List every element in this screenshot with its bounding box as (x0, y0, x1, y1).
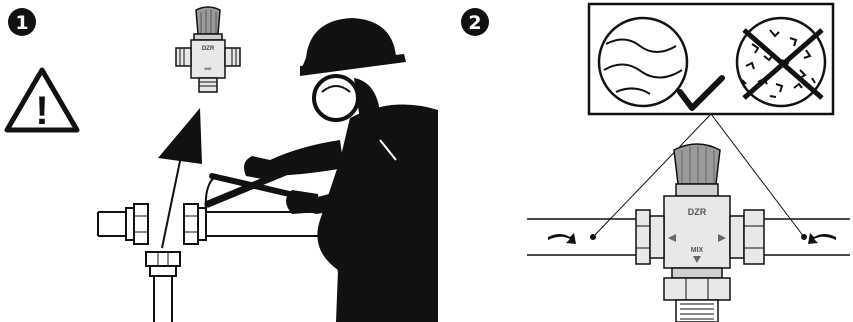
flow-arrow-right-icon (808, 233, 836, 244)
step-2-badge: 2 (461, 8, 489, 36)
step-2-number: 2 (468, 12, 481, 34)
valve-large-mix: MIX (691, 247, 704, 254)
warning-icon: ! (7, 70, 77, 133)
flow-arrow-left-icon (548, 233, 576, 244)
panel-1: 1 ! DZ (7, 7, 438, 322)
valve-small-brand: DZR (202, 46, 215, 52)
warning-symbol: ! (35, 89, 48, 133)
step-1-number: 1 (15, 12, 28, 34)
valve-large (636, 144, 764, 322)
valve-small-mix: MIX (204, 66, 211, 71)
step-1-badge: 1 (8, 8, 36, 36)
panel-2: 2 (461, 4, 850, 322)
dirty-water-icon (737, 18, 825, 106)
clean-water-icon (599, 18, 687, 106)
valve-large-brand: DZR (688, 207, 707, 217)
